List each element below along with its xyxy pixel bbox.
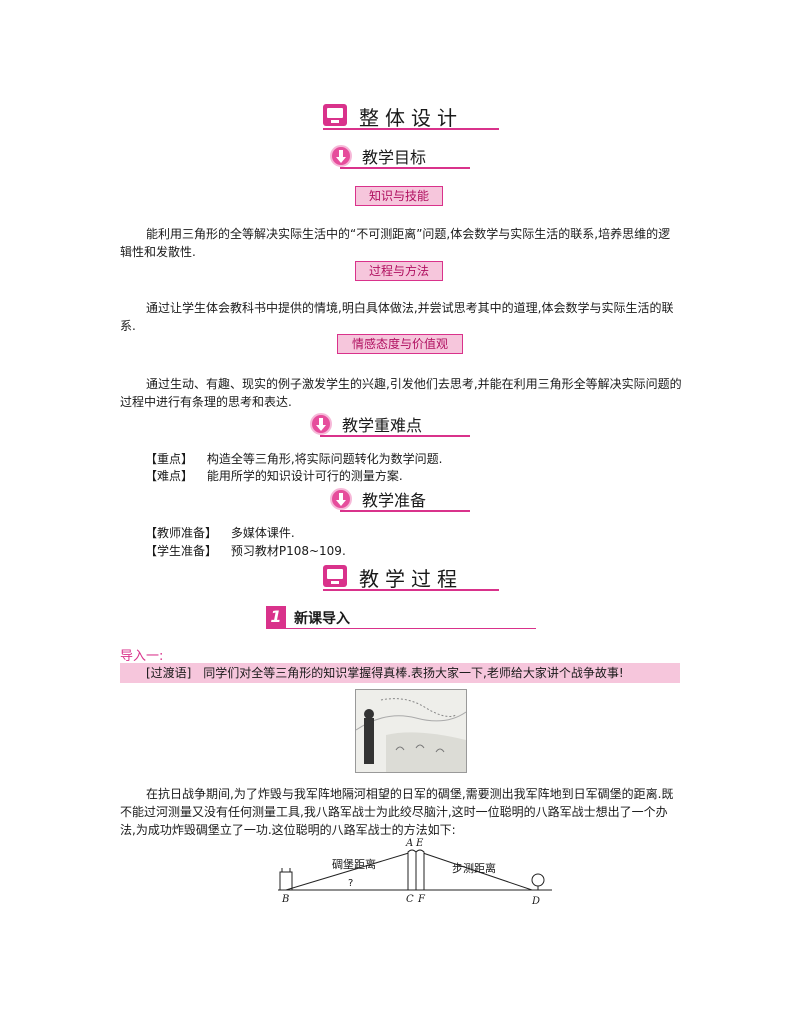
part-heading-new-lesson: 1 新课导入 — [266, 606, 536, 632]
war-scene-illustration — [355, 689, 467, 773]
label-knowledge-skills: 知识与技能 — [355, 186, 443, 206]
diagram-point-D: D — [532, 896, 541, 907]
part-number-badge: 1 — [266, 606, 286, 628]
down-arrow-icon — [310, 413, 332, 435]
heading-underline — [266, 628, 536, 629]
diagram-label-fort-distance: 碉堡距离 — [332, 858, 376, 871]
heading-underline — [323, 128, 499, 130]
diagram-point-A: A — [406, 838, 414, 849]
heading-underline — [323, 589, 499, 591]
monitor-icon — [323, 104, 347, 126]
teacher-prep-line: 【教师准备】 多媒体课件. — [145, 524, 295, 542]
key-label: 【重点】 — [145, 452, 194, 466]
heading-key-points: 教学重难点 — [310, 413, 470, 441]
diagram-question-mark: ? — [348, 878, 354, 889]
key-point-line: 【重点】 构造全等三角形,将实际问题转化为数学问题. — [145, 450, 442, 468]
section-title: 教学过程 — [359, 567, 463, 591]
heading-underline — [320, 435, 470, 437]
label-process-method: 过程与方法 — [355, 261, 443, 281]
part-title: 新课导入 — [294, 611, 350, 627]
intro-label: 导入一: — [120, 649, 164, 664]
process-paragraph: 通过让学生体会教科书中提供的情境,明白具体做法,并尝试思考其中的道理,体会数学与… — [120, 301, 674, 333]
measurement-diagram-svg — [278, 849, 552, 891]
difficult-text: 能用所学的知识设计可行的测量方案. — [206, 469, 403, 483]
heading-underline — [340, 510, 470, 512]
student-text: 预习教材P108~109. — [230, 544, 346, 558]
heading-objectives: 教学目标 — [330, 145, 470, 173]
heading-preparation: 教学准备 — [330, 488, 470, 516]
section-heading-overall-design: 整体设计 — [323, 104, 499, 136]
diagram-point-E: E — [416, 838, 424, 849]
diagram-point-C: C — [406, 894, 414, 905]
student-label: 【学生准备】 — [145, 544, 218, 558]
label-attitude-values: 情感态度与价值观 — [337, 334, 463, 354]
key-text: 构造全等三角形,将实际问题转化为数学问题. — [206, 452, 443, 466]
story-paragraph: 在抗日战争期间,为了炸毁与我军阵地隔河相望的日军的碉堡,需要测出我军阵地到日军碉… — [120, 787, 674, 837]
difficult-point-line: 【难点】 能用所学的知识设计可行的测量方案. — [145, 467, 403, 485]
teacher-label: 【教师准备】 — [145, 526, 218, 540]
heading-text: 教学目标 — [362, 148, 427, 167]
attitude-paragraph: 通过生动、有趣、现实的例子激发学生的兴趣,引发他们去思考,并能在利用三角形全等解… — [120, 377, 682, 409]
heading-text: 教学重难点 — [342, 416, 423, 435]
diagram-point-B: B — [282, 894, 290, 905]
monitor-icon — [323, 565, 347, 587]
diagram-point-F: F — [418, 894, 425, 905]
difficult-label: 【难点】 — [145, 469, 194, 483]
diagram-label-step-distance: 步测距离 — [452, 862, 496, 875]
transition-label: [过渡语] — [146, 666, 192, 680]
heading-text: 教学准备 — [362, 491, 427, 510]
down-arrow-icon — [330, 145, 352, 167]
war-scene-sketch — [356, 690, 466, 772]
measurement-diagram: 碉堡距离 步测距离 ? A E B C F D — [270, 838, 560, 910]
section-title: 整体设计 — [359, 106, 463, 130]
heading-underline — [340, 167, 470, 169]
teacher-text: 多媒体课件. — [230, 526, 295, 540]
student-prep-line: 【学生准备】 预习教材P108~109. — [145, 542, 346, 560]
transition-text: 同学们对全等三角形的知识掌握得真棒.表扬大家一下,老师给大家讲个战争故事! — [203, 666, 624, 680]
transition-bar: [过渡语] 同学们对全等三角形的知识掌握得真棒.表扬大家一下,老师给大家讲个战争… — [120, 663, 680, 683]
section-heading-teaching-process: 教学过程 — [323, 565, 499, 597]
knowledge-paragraph: 能利用三角形的全等解决实际生活中的“不可测距离”问题,体会数学与实际生活的联系,… — [120, 227, 671, 259]
down-arrow-icon — [330, 488, 352, 510]
